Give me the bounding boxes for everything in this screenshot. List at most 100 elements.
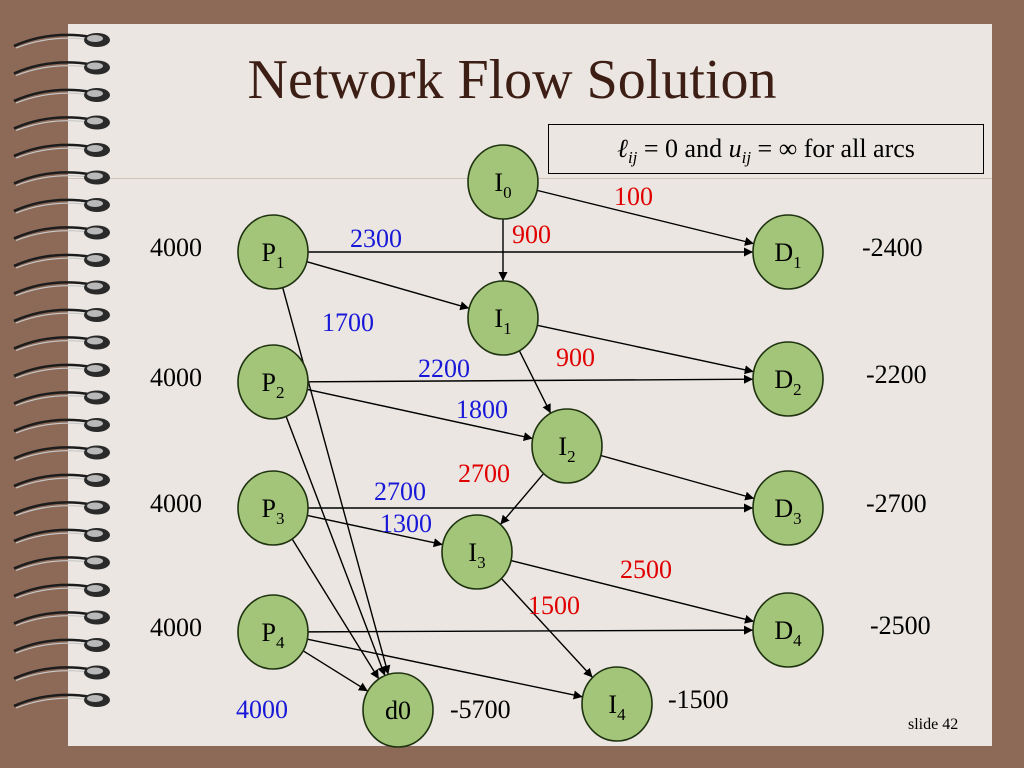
- spiral-ring: [13, 88, 110, 104]
- node-label-P3: P3: [262, 494, 285, 528]
- slide-number: slide 42: [908, 716, 959, 733]
- node-label-P4: P4: [262, 618, 285, 652]
- spiral-binding: [13, 33, 110, 709]
- spiral-ring: [13, 225, 110, 242]
- spiral-ring: [13, 280, 110, 297]
- node-label-D3: D3: [774, 494, 801, 528]
- spiral-ring: [13, 418, 110, 434]
- arc-P2-D2: [307, 374, 754, 384]
- supply-demand-D3: -2700: [866, 489, 927, 518]
- node-label-I3: I3: [468, 538, 485, 572]
- supply-demand-I4: -1500: [668, 685, 729, 714]
- node-D1: D1: [752, 214, 824, 290]
- node-I2: I2: [531, 408, 603, 484]
- note-u-symbol: u: [728, 134, 742, 163]
- supply-demand-D2: -2200: [866, 360, 927, 389]
- arc-P2-I2: [307, 388, 533, 442]
- arc-label-I0-I1: 900: [512, 220, 551, 249]
- node-label-I1: I1: [494, 304, 511, 338]
- spiral-ring: [13, 33, 110, 49]
- arc-P1-I1: [306, 261, 470, 311]
- spiral-ring: [13, 198, 110, 214]
- spiral-ring: [13, 445, 110, 462]
- arc-label-P2-D2: 2200: [418, 354, 470, 383]
- supply-demand-P3: 4000: [150, 489, 202, 518]
- node-d0: d0: [362, 672, 434, 748]
- arc-label-P1-d0: 1700: [322, 308, 374, 337]
- node-P1: P1: [237, 214, 309, 290]
- node-P4: P4: [237, 594, 309, 670]
- node-label-I2: I2: [558, 432, 575, 466]
- arc-P4-D4: [307, 625, 754, 635]
- node-label-d0: d0: [385, 696, 411, 725]
- node-I1: I1: [467, 280, 539, 356]
- spiral-ring: [13, 583, 110, 599]
- node-I0: I0: [467, 144, 539, 220]
- slide-title: Network Flow Solution: [247, 49, 777, 111]
- node-label-D1: D1: [774, 238, 801, 272]
- spiral-ring: [13, 693, 110, 709]
- spiral-ring: [13, 500, 110, 517]
- arc-P4-I4: [307, 638, 583, 700]
- spiral-ring: [13, 308, 110, 324]
- arc-P4-d0: [302, 650, 369, 692]
- arc-label-I0-D1: 100: [614, 182, 653, 211]
- arc-I2-I3: [499, 473, 545, 525]
- arc-label-P2-I2: 1800: [456, 395, 508, 424]
- node-P3: P3: [237, 470, 309, 546]
- arc-P3-d0: [291, 538, 380, 680]
- supply-demand-D1: -2400: [862, 233, 923, 262]
- node-label-D4: D4: [774, 616, 802, 650]
- supply-demand-P4: 4000: [150, 613, 202, 642]
- spiral-ring: [13, 335, 110, 352]
- spiral-ring: [13, 555, 110, 572]
- node-D2: D2: [752, 341, 824, 417]
- spiral-ring: [13, 528, 110, 544]
- supply-demand-D4: -2500: [870, 611, 931, 640]
- node-P2: P2: [237, 344, 309, 420]
- spiral-ring: [13, 170, 110, 187]
- arc-label-I3-I4: 1500: [528, 591, 580, 620]
- spiral-ring: [13, 115, 110, 132]
- supply-demand-P2: 4000: [150, 363, 202, 392]
- spiral-ring: [13, 143, 110, 159]
- arc-I1-I2: [518, 350, 552, 414]
- arc-label-I1-I2: 900: [556, 343, 595, 372]
- arc-bounds-note: ℓij = 0 and uij = ∞ for all arcs: [548, 124, 984, 174]
- node-I4: I4: [581, 666, 653, 742]
- arc-label-I3-D4: 2500: [620, 555, 672, 584]
- note-rest: = ∞ for all arcs: [751, 134, 915, 163]
- note-l-symbol: ℓ: [617, 134, 628, 163]
- node-I3: I3: [441, 514, 513, 590]
- node-label-P2: P2: [262, 368, 285, 402]
- node-D4: D4: [752, 592, 824, 668]
- node-label-I0: I0: [494, 168, 511, 202]
- arc-label-P1-D1: 2300: [350, 224, 402, 253]
- note-l-subscript: ij: [627, 148, 638, 168]
- spiral-ring: [13, 253, 110, 269]
- spiral-ring: [13, 638, 110, 654]
- supply-demand-P1: 4000: [150, 233, 202, 262]
- spiral-ring: [13, 473, 110, 489]
- arc-I3-I4: [500, 578, 594, 678]
- node-label-D2: D2: [774, 365, 801, 399]
- arc-label-P3-D3: 2700: [374, 477, 426, 506]
- note-u-subscript: ij: [741, 148, 752, 168]
- arc-label-P4-d0: 4000: [236, 695, 288, 724]
- supply-demand-d0: -5700: [450, 695, 511, 724]
- note-eq0: = 0 and: [637, 134, 729, 163]
- arc-label-I2-I3: 2700: [458, 459, 510, 488]
- arc-I3-D4: [510, 559, 755, 624]
- arc-I0-D1: [536, 189, 755, 246]
- spiral-ring: [13, 610, 110, 627]
- node-label-I4: I4: [608, 690, 626, 724]
- arc-P2-d0: [285, 416, 386, 676]
- arc-P1-d0: [282, 287, 391, 675]
- arc-P3-I3: [307, 514, 443, 548]
- spiral-ring: [13, 363, 110, 379]
- node-label-P1: P1: [262, 238, 285, 272]
- arc-I2-D3: [600, 454, 755, 501]
- spiral-ring: [13, 60, 110, 77]
- arc-I1-D2: [537, 324, 754, 375]
